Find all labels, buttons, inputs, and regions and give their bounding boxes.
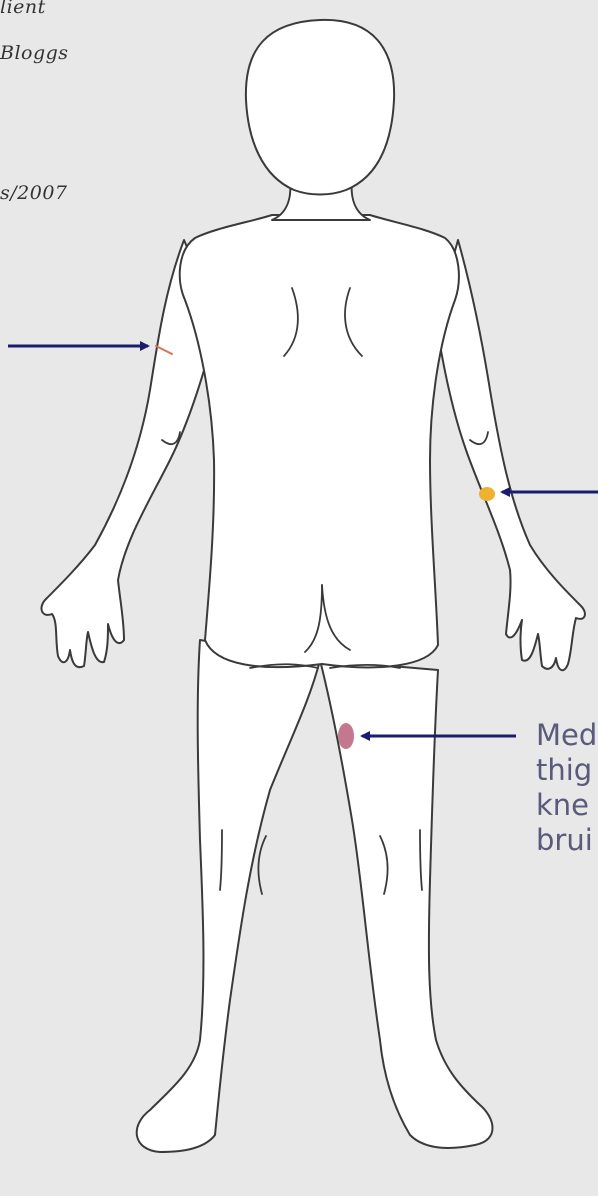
- head-outline: [246, 20, 394, 195]
- thigh-bruise-annotation: Med thig kne brui: [536, 718, 597, 858]
- annotation-line-1: Med: [536, 718, 597, 753]
- annotation-line-2: thig: [536, 753, 597, 788]
- right-arm-outline: [436, 240, 585, 670]
- left-leg-outline: [137, 640, 320, 1152]
- annotation-line-3: kne: [536, 788, 597, 823]
- thigh-bruise-icon: [338, 723, 354, 749]
- left-knee-line-2: [259, 836, 266, 894]
- annotation-line-4: brui: [536, 823, 597, 858]
- bruise-spot-icon: [479, 487, 495, 501]
- torso-outline: [180, 215, 459, 667]
